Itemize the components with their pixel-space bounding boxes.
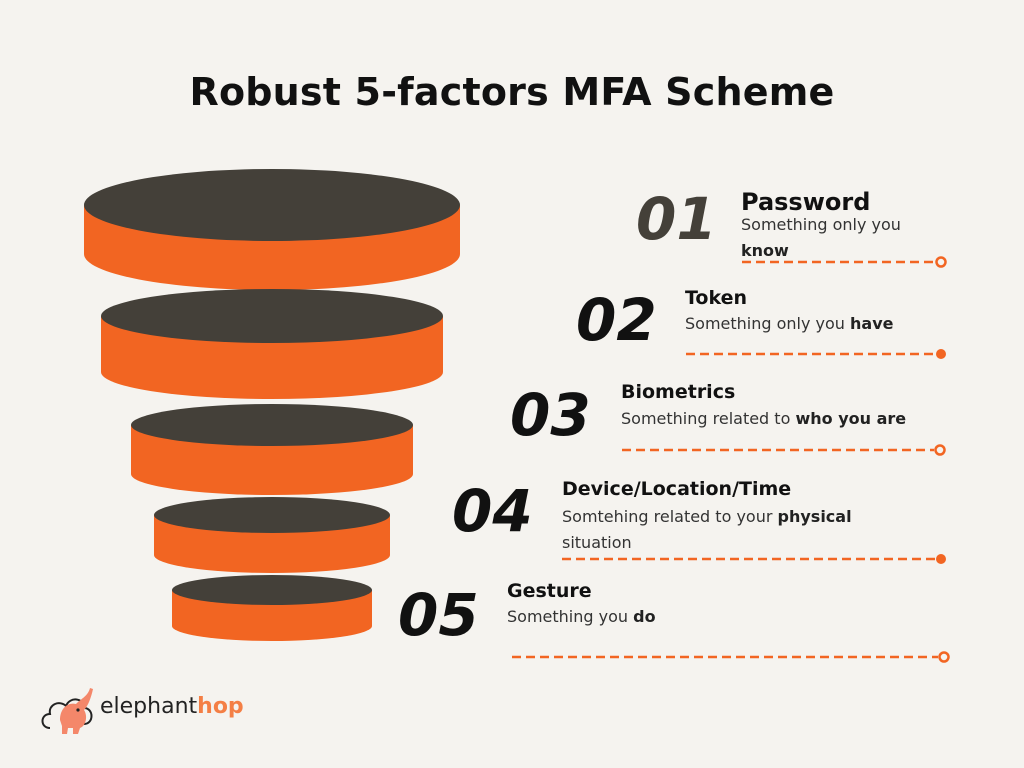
step-description: Something related to who you are (621, 409, 907, 428)
step-number: 03 (510, 381, 591, 449)
logo-wordmark: elephanthop (100, 694, 244, 719)
funnel-disc-top (154, 497, 390, 533)
step-label: Password (741, 188, 871, 216)
funnel-disc-2 (101, 289, 443, 399)
funnel-disc-top (131, 404, 413, 446)
funnel-disc-top (172, 575, 372, 605)
step-number: 02 (576, 286, 657, 354)
step-description: Something you do (507, 607, 656, 626)
page-title: Robust 5-factors MFA Scheme (189, 70, 835, 114)
funnel-disc-4 (154, 497, 390, 573)
funnel-disc-top (101, 289, 443, 343)
elephant-cloud-icon (41, 688, 93, 734)
funnel-graphic (84, 169, 460, 641)
funnel-disc-3 (131, 404, 413, 495)
step-label: Device/Location/Time (562, 478, 792, 500)
funnel-disc-1 (84, 169, 460, 290)
step-number: 04 (452, 477, 533, 545)
step-description: Somtehing related to your physical situa… (562, 507, 852, 552)
leader-line-open-circle-icon (512, 651, 950, 663)
funnel-disc-top (84, 169, 460, 241)
leader-line-filled-circle-icon (686, 349, 946, 359)
leader-line-open-circle-icon (742, 256, 947, 268)
funnel-disc-5 (172, 575, 372, 641)
step-label: Biometrics (621, 381, 736, 403)
step-number: 05 (398, 581, 479, 649)
step-description: Something only you have (685, 314, 894, 333)
step-number: 01 (636, 185, 717, 253)
brand-logo: elephanthop (38, 676, 268, 740)
leader-line-filled-circle-icon (562, 554, 946, 564)
leader-line-open-circle-icon (622, 444, 946, 456)
step-description: Something only you know (741, 215, 901, 260)
step-label: Gesture (507, 580, 592, 602)
step-label: Token (685, 287, 748, 309)
